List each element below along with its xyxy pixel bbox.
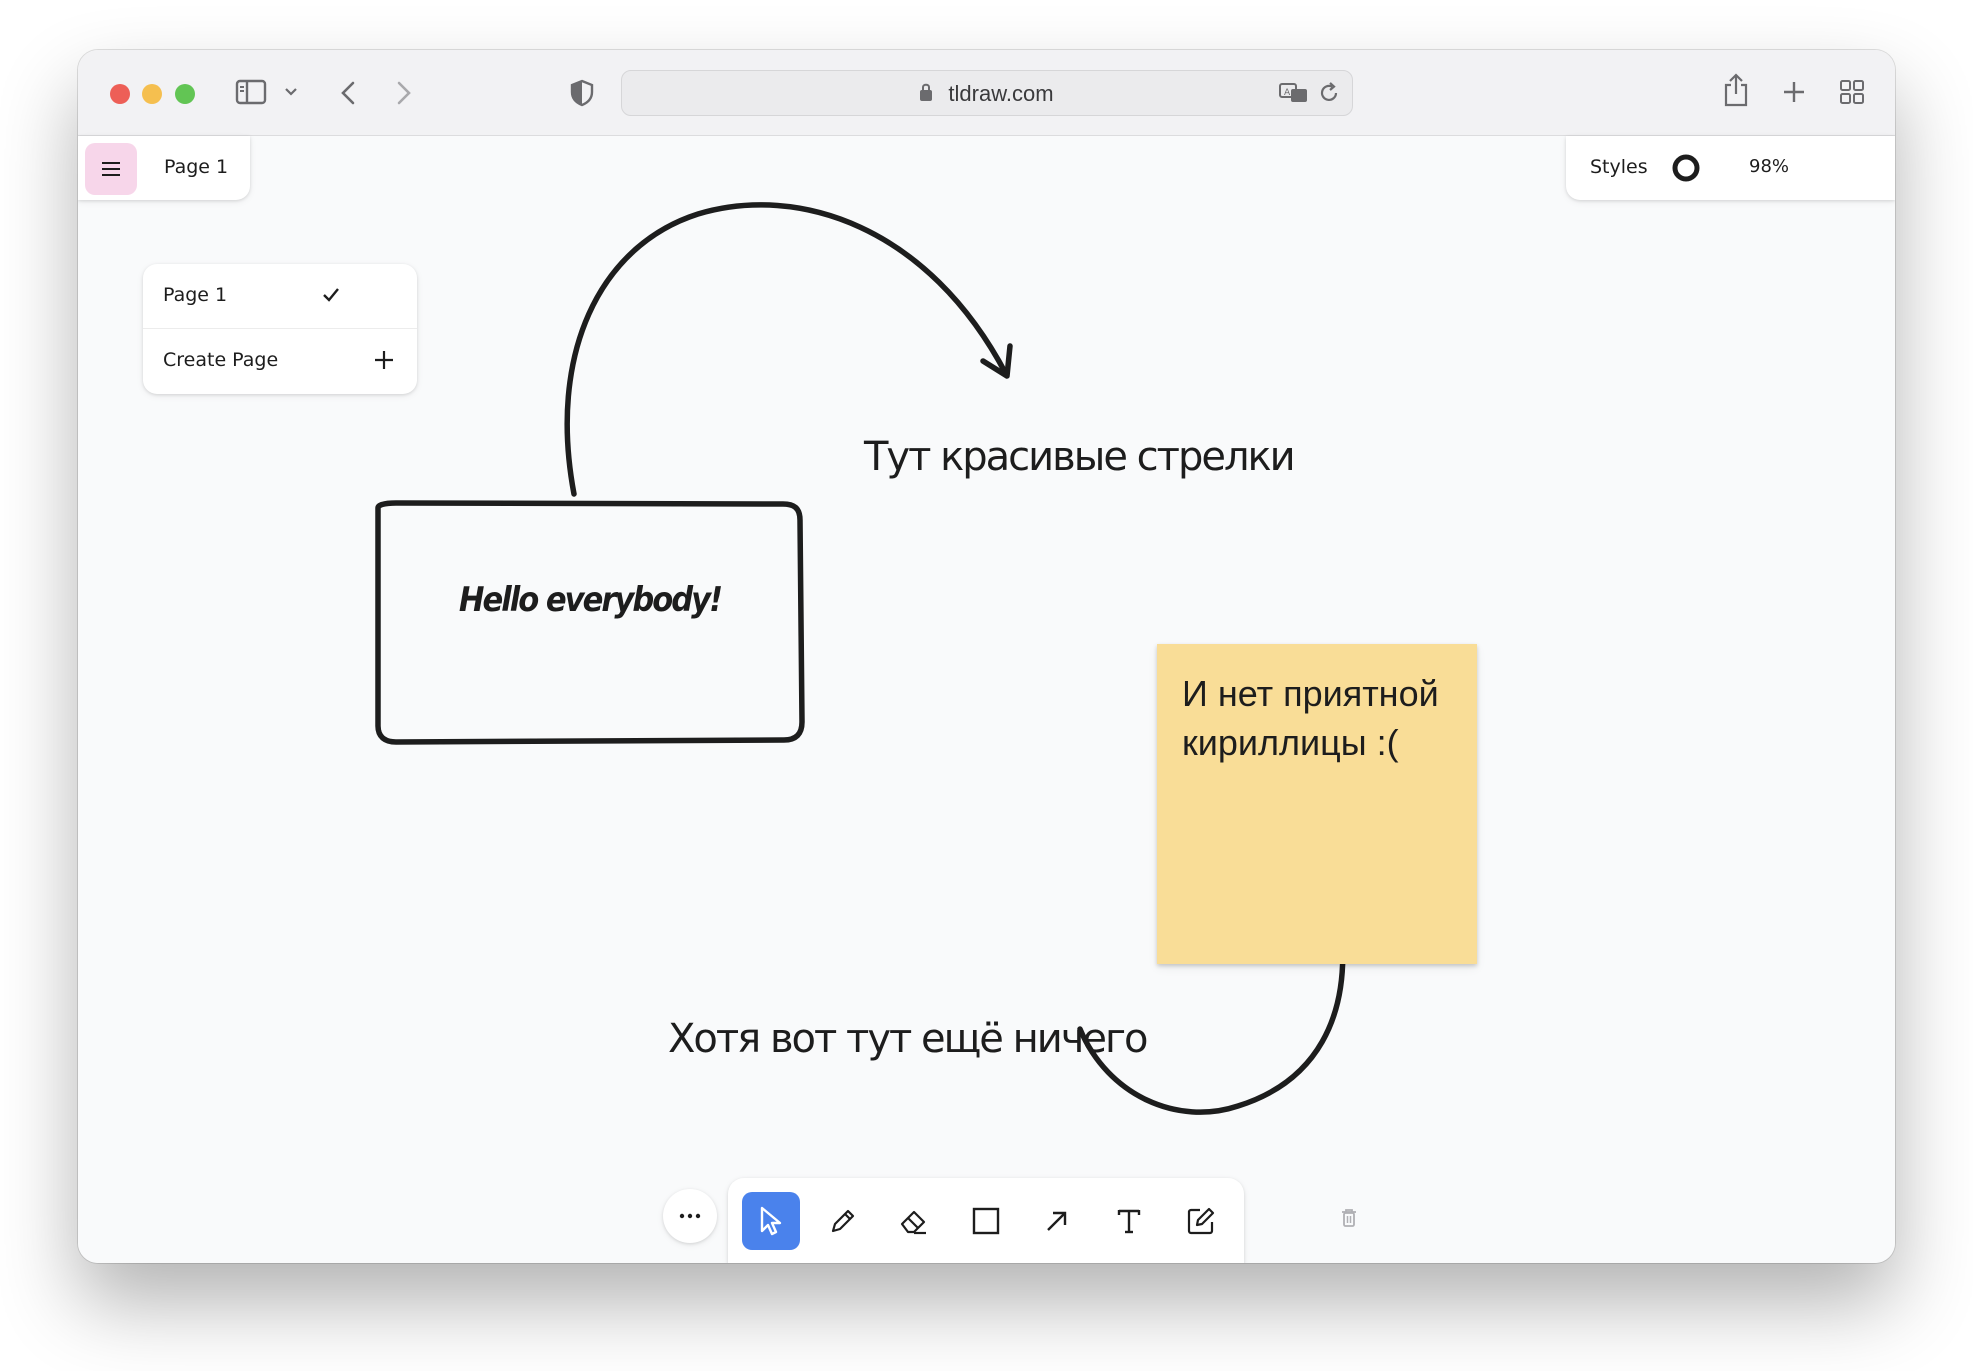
zoom-level[interactable]: 98% <box>1749 156 1790 177</box>
shield-icon[interactable] <box>569 78 595 108</box>
url-text: tldraw.com <box>948 81 1054 106</box>
caption-top: Тут красивые стрелки <box>864 434 1296 480</box>
tool-draw[interactable] <box>814 1192 872 1250</box>
check-icon <box>323 288 339 302</box>
browser-window: tldraw.com A <box>78 50 1895 1263</box>
delete-button[interactable] <box>1334 1203 1364 1233</box>
new-tab-icon[interactable] <box>1780 78 1808 106</box>
page-dropdown: Page 1 Create Page <box>143 264 417 394</box>
rectangle-label: Hello everybody! <box>458 580 723 620</box>
forward-icon[interactable] <box>392 78 416 108</box>
browser-toolbar: tldraw.com A <box>78 50 1895 136</box>
translate-icon[interactable]: A <box>1278 81 1310 105</box>
drawing-canvas[interactable]: Hello everybody! Тут красивые стрелки Хо… <box>78 136 1895 1263</box>
arrowhead-top <box>980 343 1013 379</box>
back-icon[interactable] <box>336 78 360 108</box>
tool-select[interactable] <box>742 1192 800 1250</box>
trash-icon <box>1342 1209 1356 1227</box>
cursor-icon <box>760 1206 782 1236</box>
styles-panel: Styles 98% <box>1566 136 1895 200</box>
arrow-icon <box>1047 1211 1067 1231</box>
sidebar-toggle-icon[interactable] <box>234 78 268 106</box>
caption-bottom: Хотя вот тут ещё ничего <box>668 1016 1148 1062</box>
tool-sticky-note[interactable] <box>1172 1192 1230 1250</box>
curved-arrow-top <box>564 202 1009 497</box>
minimize-window-button[interactable] <box>142 84 162 104</box>
close-window-button[interactable] <box>110 84 130 104</box>
tool-text[interactable] <box>1100 1192 1158 1250</box>
more-actions-button[interactable] <box>663 1189 717 1243</box>
lock-icon <box>918 81 934 103</box>
plus-icon <box>375 351 393 369</box>
create-page-label: Create Page <box>163 349 279 371</box>
hand-drawn-rectangle <box>375 500 805 745</box>
hamburger-icon <box>102 162 120 176</box>
address-bar[interactable]: tldraw.com A <box>621 70 1353 116</box>
share-icon[interactable] <box>1722 72 1750 108</box>
reload-icon[interactable] <box>1317 81 1341 105</box>
text-icon <box>1117 1209 1141 1234</box>
note-icon <box>1187 1207 1215 1235</box>
page-item-page-1[interactable]: Page 1 <box>143 264 417 329</box>
more-icon <box>679 1213 701 1219</box>
rectangle-icon <box>972 1207 1000 1235</box>
tool-rectangle[interactable] <box>957 1192 1015 1250</box>
tab-overview-icon[interactable] <box>1838 78 1866 106</box>
curved-arrow-bottom <box>1077 933 1346 1115</box>
tool-arrow[interactable] <box>1028 1192 1086 1250</box>
color-circle-icon[interactable] <box>1670 152 1702 184</box>
chevron-down-icon[interactable] <box>283 82 299 102</box>
maximize-window-button[interactable] <box>175 84 195 104</box>
svg-text:A: A <box>1284 88 1291 98</box>
tool-toolbar <box>728 1178 1244 1263</box>
create-page-item[interactable]: Create Page <box>143 329 417 393</box>
tool-eraser[interactable] <box>885 1192 943 1250</box>
page-item-label: Page 1 <box>163 284 228 306</box>
sticky-note-text: И нет приятной кириллицы :( <box>1182 673 1439 763</box>
eraser-icon <box>900 1210 926 1235</box>
pencil-icon <box>831 1209 855 1233</box>
canvas-drawings <box>375 202 1362 1115</box>
styles-button[interactable]: Styles <box>1590 156 1648 178</box>
sticky-note[interactable]: И нет приятной кириллицы :( <box>1157 644 1477 964</box>
page-selector-button[interactable]: Page 1 <box>164 156 229 178</box>
page-menu-panel: Page 1 <box>78 136 250 200</box>
main-menu-button[interactable] <box>85 143 137 195</box>
